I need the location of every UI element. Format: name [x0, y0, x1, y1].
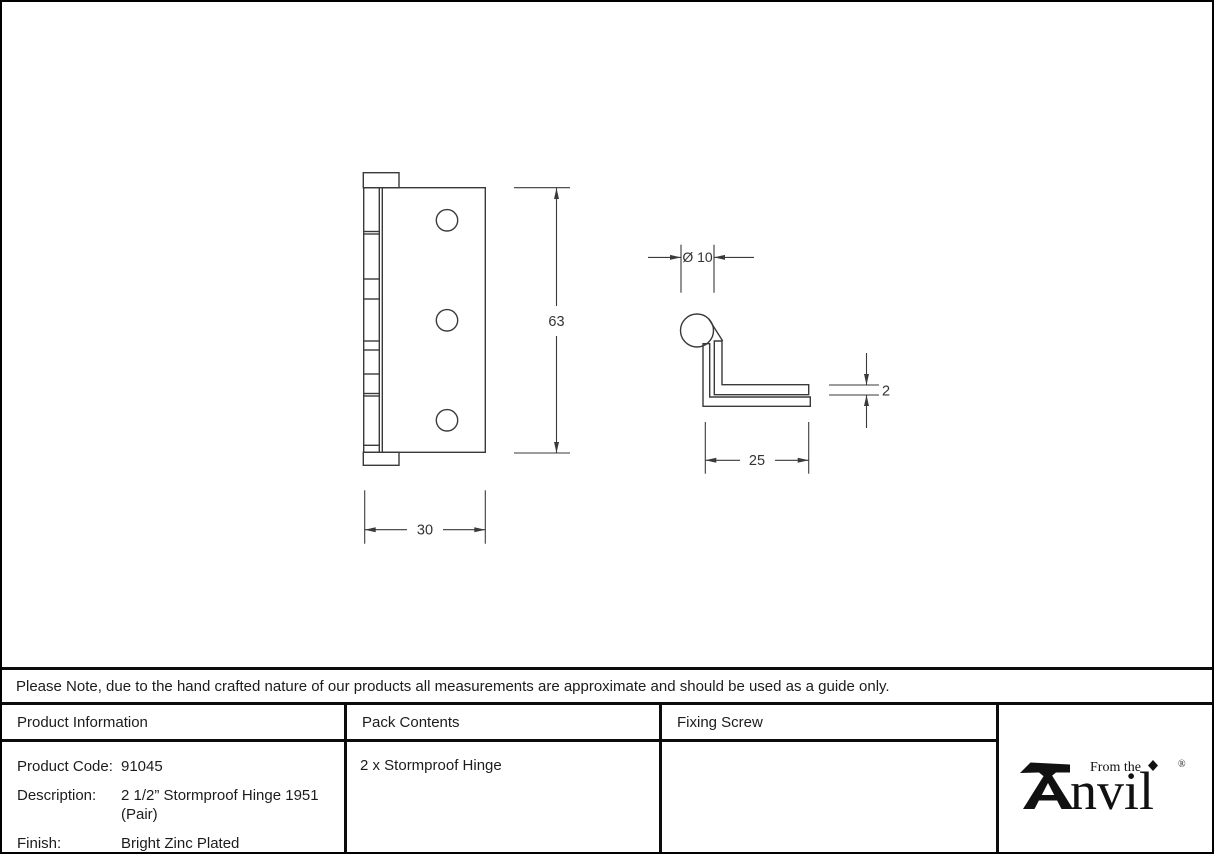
- registered-trademark-icon: ®: [1178, 759, 1186, 770]
- logo-brand-suffix: nvil: [1070, 761, 1154, 813]
- dimension-width-label: 30: [417, 523, 433, 539]
- header-pack-contents-label: Pack Contents: [362, 713, 460, 731]
- screw-hole-bottom: [435, 408, 459, 432]
- diamond-icon: [1147, 760, 1158, 771]
- spec-row-description: Description: 2 1/2” Stormproof Hinge 195…: [17, 786, 336, 824]
- arrowhead-down-icon: [864, 374, 869, 385]
- header-pack-contents: Pack Contents: [347, 705, 662, 742]
- knuckle-top-tab: [362, 171, 400, 189]
- header-product-information: Product Information: [2, 705, 347, 742]
- front-view-drawing: [362, 171, 486, 466]
- arrowhead-left-icon: [705, 457, 717, 463]
- dimension-depth-label: 25: [749, 453, 765, 469]
- arrowhead-up-icon: [864, 395, 869, 406]
- description-label: Description:: [17, 787, 97, 804]
- hinge-plate: [381, 186, 486, 454]
- product-code-label: Product Code:: [17, 758, 113, 775]
- knuckle-joint-lines: [363, 230, 380, 446]
- side-view-drawing: [679, 313, 811, 407]
- pack-contents-value: 2 x Stormproof Hinge: [360, 757, 502, 774]
- finish-label: Finish:: [17, 835, 62, 852]
- hinge-barrel: [679, 313, 715, 348]
- spec-row-product-code: Product Code: 91045: [17, 757, 336, 776]
- description-value: 2 1/2” Stormproof Hinge 1951 (Pair): [121, 787, 319, 823]
- header-fixing-screw-label: Fixing Screw: [677, 713, 763, 731]
- barrel-neck: [707, 318, 724, 342]
- from-the-anvil-logo: nvil From the ®: [1019, 759, 1186, 813]
- hinge-knuckle: [363, 186, 381, 454]
- arrowhead-left-icon: [714, 254, 725, 260]
- dimension-thickness-label: 2: [882, 384, 890, 400]
- screw-hole-middle: [435, 308, 459, 332]
- logo-prefix: From the: [1090, 760, 1141, 775]
- note-bar: Please Note, due to the hand crafted nat…: [2, 667, 1212, 705]
- dimension-thickness: [829, 353, 879, 428]
- arrowhead-up-icon: [554, 188, 559, 199]
- dimension-depth: [704, 422, 810, 474]
- pack-contents-cell: 2 x Stormproof Hinge: [347, 742, 662, 852]
- knuckle-bottom-tab: [362, 451, 400, 466]
- arrowhead-right-icon: [670, 254, 681, 260]
- arrowhead-down-icon: [554, 442, 559, 453]
- dimension-height-label: 63: [548, 314, 564, 330]
- product-code-value: 91045: [121, 758, 163, 775]
- spec-row-finish: Finish: Bright Zinc Plated: [17, 834, 336, 852]
- arrowhead-right-icon: [474, 527, 486, 533]
- dimension-width: [364, 490, 486, 544]
- screw-hole-top: [435, 208, 459, 232]
- product-information-cell: Product Code: 91045 Description: 2 1/2” …: [2, 742, 347, 852]
- header-product-information-label: Product Information: [17, 713, 148, 731]
- arrowhead-left-icon: [364, 527, 376, 533]
- anvil-a-icon: [1019, 762, 1073, 809]
- header-fixing-screw: Fixing Screw: [662, 705, 999, 742]
- inner-leaf-profile: [713, 340, 810, 396]
- fixing-screw-cell: [662, 742, 999, 852]
- technical-drawing: 63 30: [362, 171, 890, 544]
- note-text: Please Note, due to the hand crafted nat…: [16, 677, 890, 695]
- product-info-table: Product Information Pack Contents Fixing…: [2, 705, 1212, 852]
- dimension-diameter: [648, 244, 754, 293]
- dimension-diameter-label: Ø 10: [682, 249, 713, 265]
- outer-leaf-profile: [702, 343, 811, 407]
- dimension-height: [514, 187, 570, 454]
- brand-logo-cell: nvil From the ®: [999, 705, 1212, 852]
- finish-value: Bright Zinc Plated: [121, 835, 240, 852]
- arrowhead-right-icon: [797, 457, 809, 463]
